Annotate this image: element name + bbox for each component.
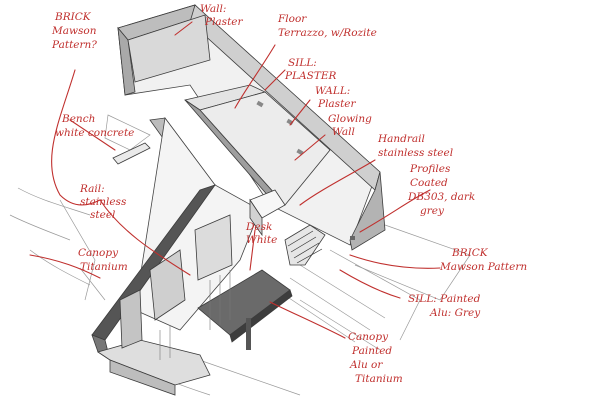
note-sill-plaster: SILL: PLASTER (284, 57, 336, 82)
canopy-column (246, 318, 251, 350)
note-desk: Desk White (245, 221, 277, 246)
wall-inner-top (127, 14, 211, 83)
podium-face (109, 359, 176, 396)
leader-lines (29, 21, 441, 339)
canopy-edge (229, 289, 293, 343)
annotations: BRICK Mawson Pattern? Wall: Plaster Floo… (51, 3, 527, 385)
building-massing (91, 4, 386, 396)
stair (284, 224, 326, 266)
partition-2 (194, 214, 233, 281)
glazing (159, 270, 231, 360)
note-brick-right: BRICK Mawson Pattern (439, 247, 527, 273)
note-canopy-painted: Canopy Painted Alu or Titanium (348, 331, 403, 385)
note-wall-plaster-mid: WALL: Plaster (315, 85, 357, 110)
note-wall-plaster-top: Wall: Plaster (200, 3, 244, 28)
partition-3 (119, 289, 143, 349)
note-profiles: Profiles Coated DB303, dark grey (407, 163, 479, 217)
window-1 (256, 100, 264, 108)
window-3 (296, 148, 304, 156)
note-rail: Rail: stainless steel (79, 183, 130, 221)
note-canopy-titanium: Canopy Titanium (78, 247, 128, 273)
partition-1 (149, 249, 186, 321)
wall-west-top (117, 26, 136, 96)
bench (112, 142, 151, 165)
note-glowing-wall: Glowing Wall (328, 113, 375, 138)
note-handrail: Handrail stainless steel (377, 133, 453, 159)
stair-treads (287, 230, 323, 264)
note-brick-top-left: BRICK Mawson Pattern? (51, 11, 100, 51)
desk-front (249, 198, 263, 237)
interior-room (199, 91, 331, 206)
window-4 (350, 236, 355, 240)
note-sill-painted: SILL: Painted Alu: Grey (408, 293, 484, 319)
note-bench: Bench white concrete (55, 113, 134, 139)
wall-east-lower (349, 171, 386, 251)
note-floor: Floor Terrazzo, w/Rozite (277, 13, 377, 39)
